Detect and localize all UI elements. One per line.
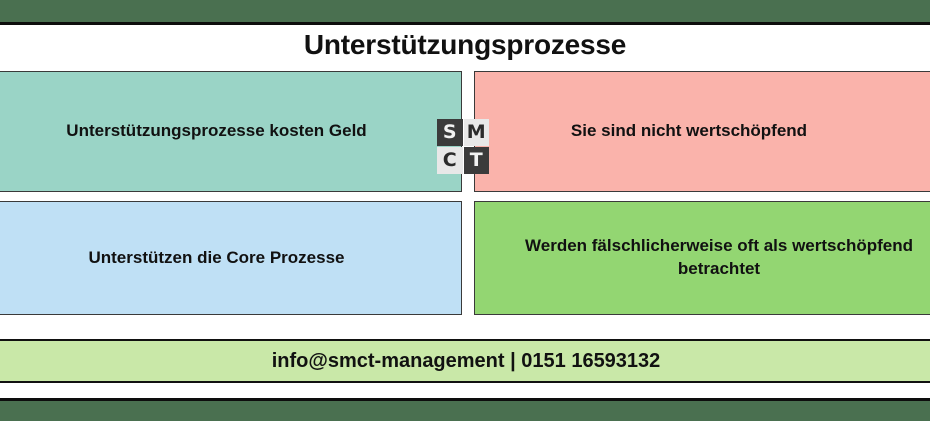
box-mistakenly-seen-as-value-adding-label: Werden fälschlicherweise oft als wertsch… — [525, 236, 913, 278]
footer-contact-bar: info@smct-management | 0151 16593132 — [0, 339, 930, 383]
smct-logo-icon: S M C T — [437, 119, 489, 174]
box-support-costs-money-label: Unterstützungsprozesse kosten Geld — [66, 121, 367, 141]
bottom-accent-band — [0, 398, 930, 421]
smct-logo-cell-c: C — [437, 147, 463, 174]
box-not-value-adding: Sie sind nicht wertschöpfend — [474, 71, 930, 192]
box-support-core-processes: Unterstützen die Core Prozesse — [0, 201, 462, 315]
slide-title: Unterstützungsprozesse — [303, 29, 627, 60]
box-support-costs-money: Unterstützungsprozesse kosten Geld — [0, 71, 462, 192]
smct-logo-cell-m: M — [463, 119, 489, 146]
top-accent-band — [0, 0, 930, 25]
box-mistakenly-seen-as-value-adding: Werden fälschlicherweise oft als wertsch… — [474, 201, 930, 315]
box-support-core-processes-label: Unterstützen die Core Prozesse — [88, 247, 345, 267]
smct-logo-cell-s: S — [437, 119, 463, 146]
box-not-value-adding-label: Sie sind nicht wertschöpfend — [570, 121, 808, 141]
smct-logo-cell-t: T — [463, 147, 489, 174]
